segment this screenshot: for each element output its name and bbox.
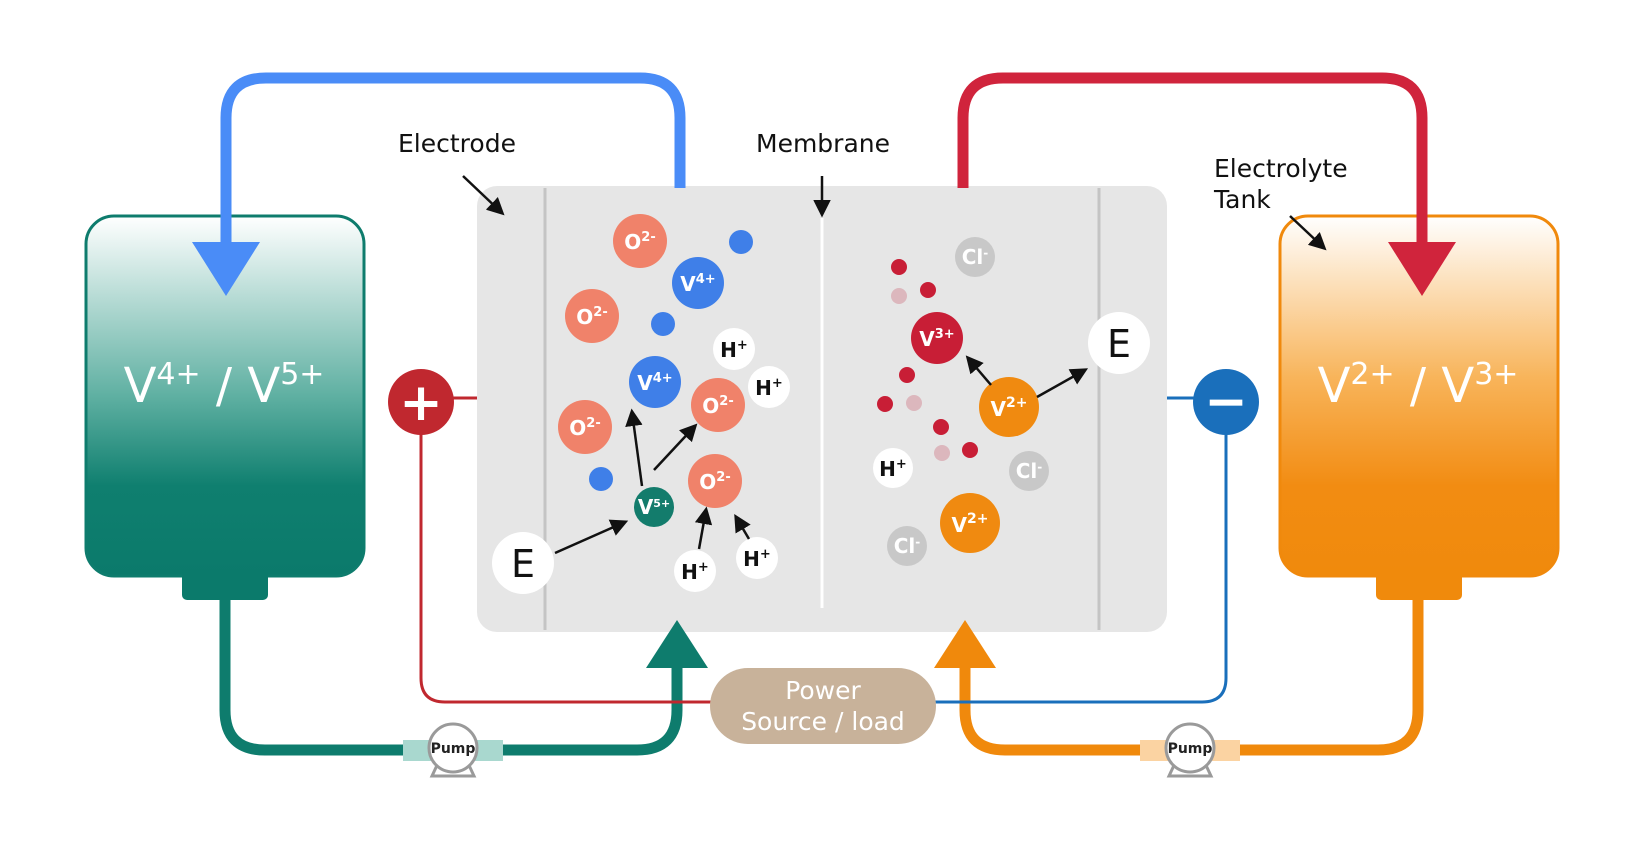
vanadium-4-ion: V4+ [629,356,681,408]
svg-text:O2-: O2- [624,230,655,254]
red-pipe-arrowhead [1388,242,1456,296]
oxide-ion: O2- [613,214,667,268]
svg-text:O2-: O2- [702,394,733,418]
right-tank-base [1376,570,1462,600]
electrolyte-tank-label-line1: Electrolyte [1214,154,1348,183]
right-pump: Pump [1164,722,1216,778]
reaction-arrow [554,519,629,555]
small-red-particle [920,282,936,298]
svg-text:V2+: V2+ [991,395,1028,421]
electrode-pointer [462,175,505,216]
small-red-particle [877,396,893,412]
reaction-arrow [1036,368,1089,399]
svg-text:E: E [1107,322,1131,366]
small-blue-particle [589,467,613,491]
power-source [710,668,936,744]
oxide-ion: O2- [558,400,612,454]
right-tank-label: V2+ / V3+ [1318,357,1519,414]
reaction-arrow [653,423,698,471]
electron-right: E [1088,312,1150,374]
proton-ion: H+ [736,537,778,579]
power-source-label-line1: Power [785,676,861,705]
right-pump-label: Pump [1168,741,1213,757]
left-pump-body [427,722,479,774]
membrane-label: Membrane [756,129,890,158]
small-red-particle [933,419,949,435]
negative-circuit-wire [932,396,1228,704]
reaction-arrow [734,513,751,540]
small-pink-particle [891,288,907,304]
blue-return-pipe [220,72,686,242]
blue-pipe-arrowhead [192,242,260,296]
reaction-arrow [694,506,713,550]
svg-text:O2-: O2- [569,416,600,440]
svg-text:V2+: V2+ [952,511,989,537]
proton-ion: H+ [674,550,716,592]
positive-terminal [388,369,454,435]
proton-ion: H+ [873,448,913,488]
svg-text:H+: H+ [755,376,783,400]
proton-ion: H+ [748,366,790,408]
small-blue-particle [651,312,675,336]
red-return-pipe [957,72,1428,242]
svg-text:H+: H+ [720,338,748,362]
svg-text:H+: H+ [743,547,771,571]
left-tank-label: V4+ / V5+ [124,357,325,414]
chloride-ion: Cl- [887,526,927,566]
svg-text:E: E [511,542,535,586]
proton-ion: H+ [713,328,755,370]
oxide-ion: O2- [688,454,742,508]
reaction-arrow [625,408,644,487]
svg-text:V4+: V4+ [680,272,715,296]
electrolyte-tank-label-line2: Tank [1213,185,1271,214]
vanadium-5-ion: V5+ [634,487,674,527]
electrode-label: Electrode [398,129,516,158]
chloride-ion: Cl- [1009,451,1049,491]
small-red-particle [962,442,978,458]
svg-text:O2-: O2- [576,305,607,329]
negative-terminal-sign: − [1204,372,1248,432]
small-red-particle [899,367,915,383]
electron-left: E [492,532,554,594]
svg-text:V4+: V4+ [637,371,672,395]
oxide-ion: O2- [565,289,619,343]
left-pump-label: Pump [431,741,476,757]
svg-text:V5+: V5+ [638,495,670,519]
svg-text:H+: H+ [879,457,907,481]
reaction-arrow [965,355,992,386]
vanadium-3-ion: V3+ [911,312,963,364]
svg-text:V3+: V3+ [919,327,954,351]
electrolyte-tank-pointer [1289,215,1327,251]
chloride-ion: Cl- [955,237,995,277]
svg-text:Cl-: Cl- [894,534,921,558]
small-pink-particle [934,445,950,461]
vanadium-2-ion: V2+ [979,377,1039,437]
small-blue-particle [729,230,753,254]
vanadium-4-ion: V4+ [672,257,724,309]
positive-circuit-wire [419,396,712,704]
orange-pipe-arrowhead [934,620,996,668]
right-pump-body [1164,722,1216,774]
negative-terminal [1193,369,1259,435]
small-pink-particle [906,395,922,411]
left-pump: Pump [427,722,479,778]
positive-terminal-sign: + [399,373,443,433]
left-tank-base [182,570,268,600]
svg-text:Cl-: Cl- [1016,459,1043,483]
teal-pipe-arrowhead [646,620,708,668]
vanadium-2-ion: V2+ [940,493,1000,553]
svg-text:Cl-: Cl- [962,245,989,269]
small-red-particle [891,259,907,275]
svg-text:O2-: O2- [699,470,730,494]
oxide-ion: O2- [691,378,745,432]
svg-text:H+: H+ [681,560,709,584]
power-source-label-line2: Source / load [741,707,905,736]
